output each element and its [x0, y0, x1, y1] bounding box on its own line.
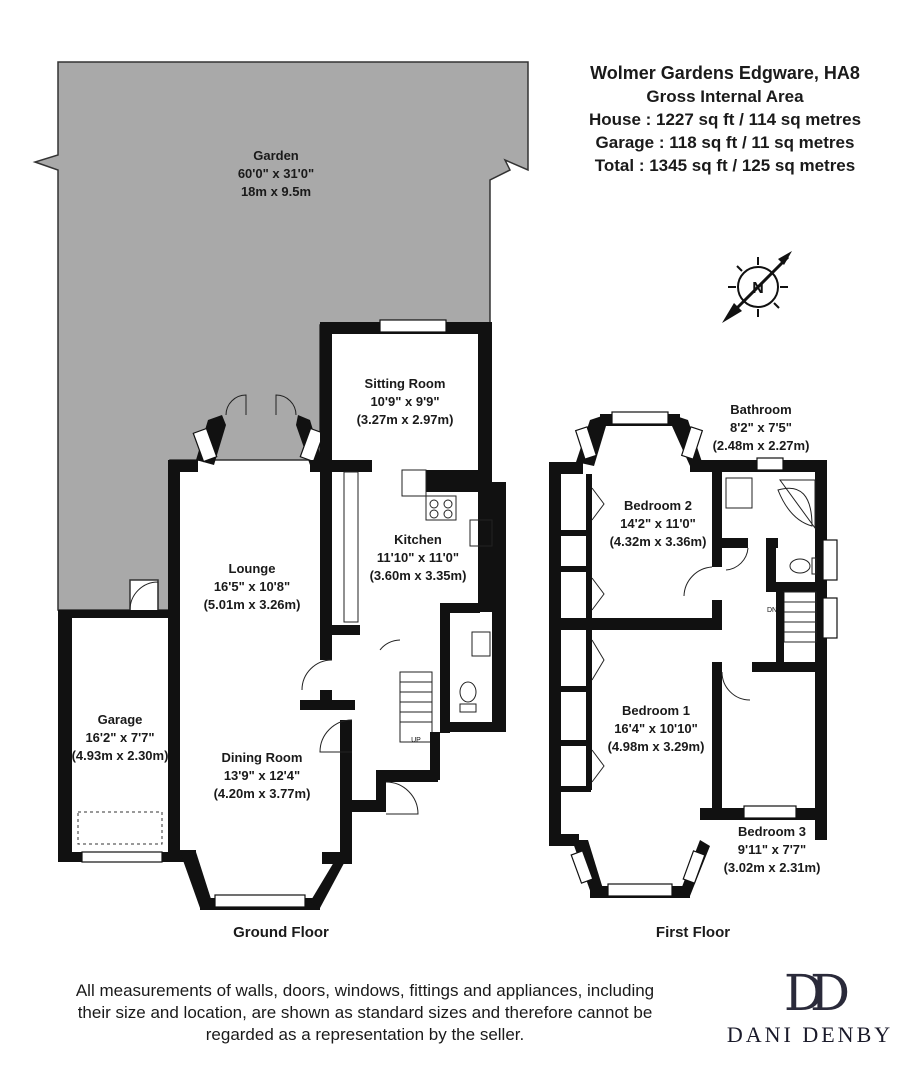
room-label-bedroom2: Bedroom 2 14'2" x 11'0" (4.32m x 3.36m): [610, 498, 707, 549]
room-size-imperial: 9'11" x 7'7": [738, 842, 806, 857]
room-name: Garage: [98, 712, 143, 727]
kitchen-walls: [320, 319, 506, 815]
ground-floor-walls: [168, 325, 355, 910]
room-label-bedroom3: Bedroom 3 9'11" x 7'7" (3.02m x 2.31m): [724, 824, 821, 875]
room-size-metric: (5.01m x 3.26m): [204, 597, 301, 612]
room-size-imperial: 14'2" x 11'0": [620, 516, 696, 531]
room-name: Sitting Room: [365, 376, 446, 391]
room-name: Dining Room: [222, 750, 303, 765]
room-size-metric: (4.32m x 3.36m): [610, 534, 707, 549]
room-label-sitting: Sitting Room 10'9" x 9'9" (3.27m x 2.97m…: [357, 376, 454, 427]
room-name: Bedroom 1: [622, 703, 690, 718]
brand-logo: DD DANI DENBY: [715, 968, 905, 1048]
garden-area: [32, 61, 529, 611]
room-label-lounge: Lounge 16'5" x 10'8" (5.01m x 3.26m): [204, 561, 301, 612]
house-area: House : 1227 sq ft / 114 sq metres: [588, 110, 862, 129]
disclaimer-line: All measurements of walls, doors, window…: [75, 981, 655, 1000]
room-name: Lounge: [229, 561, 276, 576]
room-label-bedroom1: Bedroom 1 16'4" x 10'10" (4.98m x 3.29m): [608, 703, 705, 754]
property-title: Wolmer Gardens Edgware, HA8: [590, 63, 860, 83]
stairs-down-label: DN: [767, 607, 777, 614]
first-floor-label: First Floor: [656, 924, 730, 941]
room-size-imperial: 10'9" x 9'9": [370, 394, 439, 409]
room-size-metric: (4.93m x 2.30m): [72, 748, 169, 763]
room-name: Bedroom 3: [738, 824, 806, 839]
room-size-imperial: 60'0" x 31'0": [238, 166, 314, 181]
garage-area: Garage : 118 sq ft / 11 sq metres: [595, 133, 855, 152]
room-label-dining: Dining Room 13'9" x 12'4" (4.20m x 3.77m…: [214, 750, 311, 801]
room-label-garden: Garden 60'0" x 31'0" 18m x 9.5m: [238, 148, 314, 199]
room-label-bathroom: Bathroom 8'2" x 7'5" (2.48m x 2.27m): [713, 402, 810, 453]
brand-monogram: DD: [783, 964, 850, 1022]
room-size-metric: (4.20m x 3.77m): [214, 786, 311, 801]
room-size-imperial: 11'10" x 11'0": [377, 550, 459, 565]
room-size-imperial: 13'9" x 12'4": [224, 768, 300, 783]
room-size-metric: 18m x 9.5m: [241, 184, 311, 199]
room-label-garage: Garage 16'2" x 7'7" (4.93m x 2.30m): [72, 712, 169, 763]
property-header: Wolmer Gardens Edgware, HA8 Gross Intern…: [540, 62, 910, 177]
room-name: Garden: [253, 148, 299, 163]
area-subtitle: Gross Internal Area: [646, 87, 804, 106]
room-size-imperial: 16'5" x 10'8": [214, 579, 290, 594]
brand-name: DANI DENBY: [726, 1022, 894, 1047]
room-size-metric: (3.27m x 2.97m): [357, 412, 454, 427]
room-size-imperial: 16'4" x 10'10": [614, 721, 698, 736]
stairs-up-label: UP: [411, 737, 421, 744]
room-size-metric: (3.02m x 2.31m): [724, 860, 821, 875]
first-floor-walls: [549, 411, 838, 898]
room-size-metric: (4.98m x 3.29m): [608, 739, 705, 754]
room-name: Kitchen: [394, 532, 442, 547]
room-size-metric: (3.60m x 3.35m): [370, 568, 467, 583]
total-area: Total : 1345 sq ft / 125 sq metres: [594, 156, 856, 175]
disclaimer: All measurements of walls, doors, window…: [30, 980, 700, 1046]
room-size-imperial: 8'2" x 7'5": [730, 420, 792, 435]
disclaimer-line: their size and location, are shown as st…: [77, 1003, 653, 1022]
compass-north-letter: N: [752, 280, 764, 297]
room-name: Bathroom: [730, 402, 791, 417]
room-name: Bedroom 2: [624, 498, 692, 513]
room-size-imperial: 16'2" x 7'7": [85, 730, 154, 745]
ground-floor-label: Ground Floor: [233, 924, 329, 941]
room-size-metric: (2.48m x 2.27m): [713, 438, 810, 453]
room-label-kitchen: Kitchen 11'10" x 11'0" (3.60m x 3.35m): [370, 532, 467, 583]
compass-icon: N: [722, 251, 792, 323]
disclaimer-line: regarded as a representation by the sell…: [205, 1025, 525, 1044]
